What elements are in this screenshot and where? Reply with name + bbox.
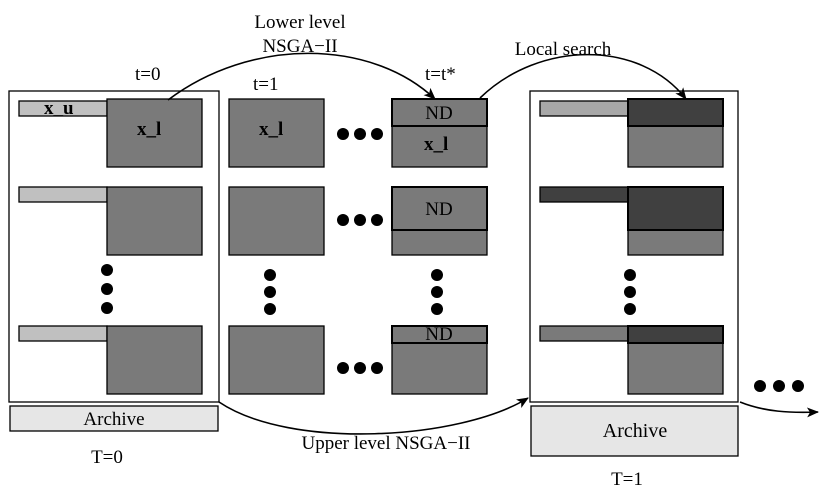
archive-box-T1 (530, 405, 739, 457)
vertical-ellipsis (624, 269, 636, 315)
improved-nd-band (627, 186, 724, 231)
lower-var-block (228, 325, 325, 395)
lower-var-block (228, 98, 325, 168)
iteration-label-t1: t=1 (253, 74, 279, 95)
improved-nd-band (627, 98, 724, 127)
generation-label-T0: T=0 (91, 447, 123, 468)
nondominated-band (391, 325, 488, 344)
generation-label-T1: T=1 (611, 469, 643, 490)
nd-label: ND (425, 324, 452, 345)
upper-level-label: Upper level NSGA−II (301, 433, 470, 454)
vertical-ellipsis (431, 269, 443, 315)
x-l-label: x_l (137, 119, 161, 140)
upper-var-bar (18, 325, 108, 342)
nondominated-band (391, 98, 488, 127)
upper-var-bar (18, 186, 108, 203)
lower-var-block (106, 325, 203, 395)
nondominated-band (391, 186, 488, 231)
upper-var-bar (539, 186, 629, 203)
horizontal-ellipsis (337, 214, 383, 226)
t0-label: t=0 (135, 64, 161, 85)
x-u-label: x_u (44, 98, 74, 119)
lower-level-label-2: NSGA−II (262, 36, 337, 57)
nd-label: ND (425, 199, 452, 220)
vertical-ellipsis (101, 264, 113, 314)
lower-var-block (228, 186, 325, 256)
upper-var-bar (539, 325, 629, 342)
horizontal-ellipsis (337, 362, 383, 374)
archive-box-T0 (9, 405, 219, 432)
lower-level-arrow (167, 52, 436, 101)
x-l-label: x_l (424, 134, 448, 155)
archive-label-T0: Archive (83, 409, 144, 430)
upper-var-bar (539, 100, 629, 117)
local-search-arrow (479, 53, 687, 100)
iteration-label-tstar: t=t* (425, 64, 456, 85)
improved-nd-band (627, 325, 724, 344)
lower-var-block (106, 98, 203, 168)
x-l-label: x_l (259, 119, 283, 140)
archive-label-T1: Archive (603, 420, 668, 442)
continuation-ellipsis (754, 380, 804, 392)
nd-label: ND (425, 103, 452, 124)
vertical-ellipsis (264, 269, 276, 315)
horizontal-ellipsis (337, 128, 383, 140)
continuation-arrow (739, 401, 819, 418)
lower-level-label-1: Lower level (254, 12, 345, 33)
upper-level-arrow (218, 397, 529, 435)
lower-var-block (106, 186, 203, 256)
